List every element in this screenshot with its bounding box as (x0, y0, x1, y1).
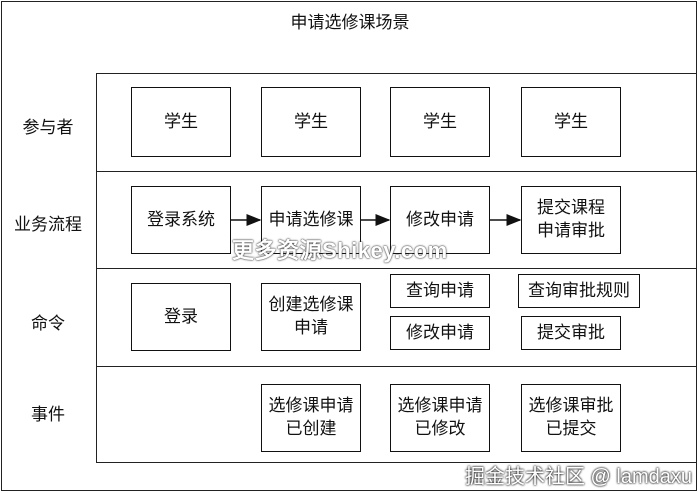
lane-label-process: 业务流程 (14, 215, 82, 235)
lane-label-commands: 命令 (31, 314, 65, 334)
process-label: 登录系统 (147, 209, 215, 230)
lane-label-actors: 参与者 (22, 118, 74, 138)
actor-label: 学生 (164, 111, 198, 132)
process-label: 修改申请 (406, 209, 474, 230)
actor-label: 学生 (554, 111, 588, 132)
event-label-line2: 已创建 (285, 419, 337, 439)
command-label: 登录 (164, 306, 198, 327)
command-label: 查询审批规则 (528, 280, 630, 301)
command-query-application: 查询申请 (390, 274, 490, 308)
actor-box: 学生 (521, 87, 621, 157)
event-label-line2: 已修改 (414, 419, 466, 439)
actor-box: 学生 (131, 87, 231, 157)
command-query-approval-rules: 查询审批规则 (518, 274, 640, 308)
event-application-created: 选修课申请 已创建 (261, 384, 361, 452)
watermark-text: 更多资源Shikey.com (232, 238, 448, 263)
command-create-application: 创建选修课 申请 (261, 283, 361, 351)
event-label-line2: 已提交 (545, 419, 597, 439)
lane-divider (96, 171, 697, 172)
process-apply-elective: 申请选修课 (261, 186, 361, 254)
lane-label-events: 事件 (31, 405, 65, 425)
credit-text: 掘金技术社区 @ lamdaxu (464, 466, 692, 488)
command-label: 提交审批 (537, 322, 605, 343)
event-application-modified: 选修课申请 已修改 (390, 384, 490, 452)
process-submit-approval: 提交课程 申请审批 (521, 186, 621, 254)
command-label: 修改申请 (406, 322, 474, 343)
diagram-title: 申请选修课场景 (290, 13, 410, 33)
process-login-system: 登录系统 (131, 186, 231, 254)
process-label-line2: 申请审批 (537, 221, 605, 241)
event-label-line1: 选修课申请 (268, 396, 354, 417)
lane-divider (96, 366, 697, 367)
event-label-line1: 选修课审批 (528, 396, 614, 417)
event-approval-submitted: 选修课审批 已提交 (521, 384, 621, 452)
command-label-line1: 创建选修课 (268, 295, 354, 316)
command-submit-approval: 提交审批 (521, 316, 621, 350)
actor-label: 学生 (294, 111, 328, 132)
actor-box: 学生 (261, 87, 361, 157)
actor-box: 学生 (390, 87, 490, 157)
command-label: 查询申请 (406, 280, 474, 301)
command-login: 登录 (131, 283, 231, 351)
process-label: 申请选修课 (268, 209, 354, 230)
event-label-line1: 选修课申请 (397, 396, 483, 417)
process-modify-application: 修改申请 (390, 186, 490, 254)
process-label-line1: 提交课程 (537, 198, 605, 219)
actor-label: 学生 (423, 111, 457, 132)
command-label-line2: 申请 (294, 318, 328, 338)
command-modify-application: 修改申请 (390, 316, 490, 350)
lane-divider (96, 268, 697, 269)
